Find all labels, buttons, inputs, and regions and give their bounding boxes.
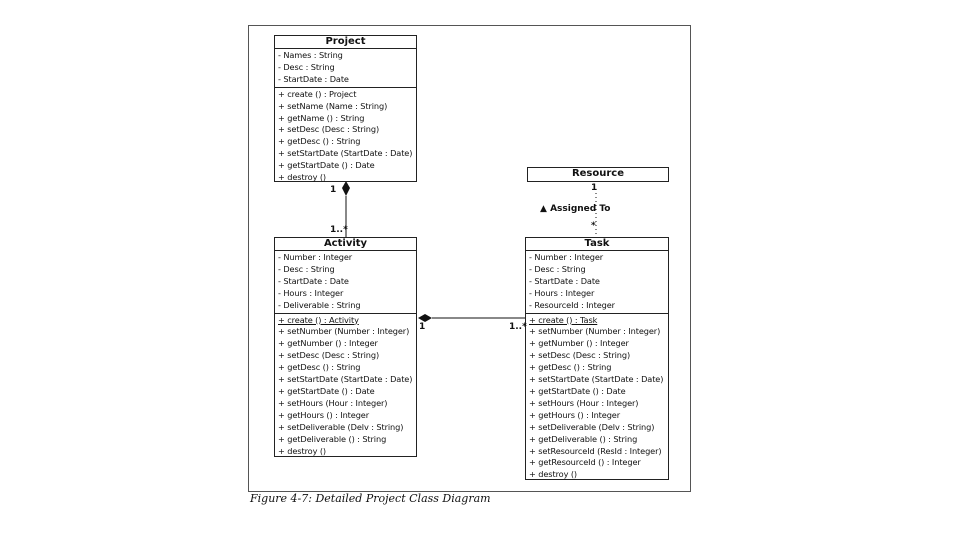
attribute: - ResourceId : Integer [529, 299, 615, 310]
operation: + setDesc (Desc : String) [529, 350, 631, 361]
operation: + destroy () [278, 172, 327, 183]
project-activity-source-mult: 1 [330, 185, 337, 195]
operation: + getNumber () : Integer [529, 338, 629, 349]
operation: + setNumber (Number : Integer) [529, 326, 661, 337]
project-composition-diamond [342, 181, 350, 196]
attribute: - Desc : String [529, 263, 586, 274]
assigned-to-text: Assigned To [550, 204, 611, 214]
operation: + getHours () : Integer [529, 409, 621, 420]
attribute: - StartDate : Date [278, 73, 349, 84]
class-task-name: Task [526, 238, 668, 251]
activity-task-target-mult: 1..* [509, 322, 527, 332]
operation: + setDesc (Desc : String) [278, 350, 380, 361]
operation: + setStartDate (StartDate : Date) [278, 148, 413, 159]
operation: + setDesc (Desc : String) [278, 124, 380, 135]
class-activity-attributes: - Number : Integer - Desc : String - Sta… [275, 251, 416, 314]
assigned-to-label: ▲ Assigned To [540, 204, 610, 214]
operation: + setHours (Hour : Integer) [529, 397, 639, 408]
operation: + getStartDate () : Date [529, 385, 626, 396]
operation: + getStartDate () : Date [278, 160, 375, 171]
project-activity-target-mult: 1..* [330, 225, 348, 235]
class-task-operations: + create () : Task + setNumber (Number :… [526, 314, 668, 483]
operation: + create () : Project [278, 88, 357, 99]
attribute: - Desc : String [278, 61, 335, 72]
operation: + create () : Task [529, 314, 598, 325]
attribute: - Desc : String [278, 263, 335, 274]
resource-task-target-mult: * [591, 221, 596, 231]
class-resource: Resource [527, 167, 669, 182]
direction-arrow-icon: ▲ [540, 204, 547, 214]
figure-caption: Figure 4-7: Detailed Project Class Diagr… [250, 492, 491, 505]
attribute: - StartDate : Date [278, 275, 349, 286]
class-activity-name: Activity [275, 238, 416, 251]
class-task-attributes: - Number : Integer - Desc : String - Sta… [526, 251, 668, 314]
operation: + getHours () : Integer [278, 409, 370, 420]
class-project-operations: + create () : Project + setName (Name : … [275, 88, 416, 185]
class-resource-name: Resource [571, 168, 625, 179]
operation: + setNumber (Number : Integer) [278, 326, 410, 337]
activity-composition-diamond [418, 314, 432, 322]
attribute: - Number : Integer [278, 252, 353, 262]
class-activity-operations: + create () : Activity + setNumber (Numb… [275, 314, 416, 459]
operation: + getNumber () : Integer [278, 338, 378, 349]
attribute: - Hours : Integer [529, 287, 595, 298]
operation: + getDesc () : String [278, 362, 361, 373]
class-task: Task - Number : Integer - Desc : String … [525, 237, 669, 480]
diagram-frame [248, 25, 691, 492]
operation: + setDeliverable (Delv : String) [278, 421, 404, 432]
class-project-attributes: - Names : String - Desc : String - Start… [275, 49, 416, 88]
attribute: - StartDate : Date [529, 275, 600, 286]
operation: + setHours (Hour : Integer) [278, 397, 388, 408]
attribute: - Deliverable : String [278, 299, 361, 310]
class-activity: Activity - Number : Integer - Desc : Str… [274, 237, 417, 457]
operation: + setDeliverable (Delv : String) [529, 421, 655, 432]
operation: + getDeliverable () : String [278, 433, 387, 444]
attribute: - Number : Integer [529, 252, 604, 262]
attribute: - Hours : Integer [278, 287, 344, 298]
operation: + getDesc () : String [278, 136, 361, 147]
operation: + getDesc () : String [529, 362, 612, 373]
operation: + destroy () [529, 469, 578, 480]
operation: + create () : Activity [278, 314, 359, 325]
operation: + getDeliverable () : String [529, 433, 638, 444]
operation: + getName () : String [278, 112, 365, 123]
operation: + getResourceId () : Integer [529, 457, 641, 468]
class-project-name: Project [275, 36, 416, 49]
class-project: Project - Names : String - Desc : String… [274, 35, 417, 182]
operation: + setName (Name : String) [278, 100, 388, 111]
operation: + setStartDate (StartDate : Date) [529, 374, 664, 385]
resource-task-source-mult: 1 [591, 183, 598, 193]
operation: + setStartDate (StartDate : Date) [278, 374, 413, 385]
attribute: - Names : String [278, 50, 343, 60]
operation: + getStartDate () : Date [278, 385, 375, 396]
operation: + destroy () [278, 445, 327, 456]
operation: + setResourceId (ResId : Integer) [529, 445, 662, 456]
activity-task-source-mult: 1 [419, 322, 426, 332]
